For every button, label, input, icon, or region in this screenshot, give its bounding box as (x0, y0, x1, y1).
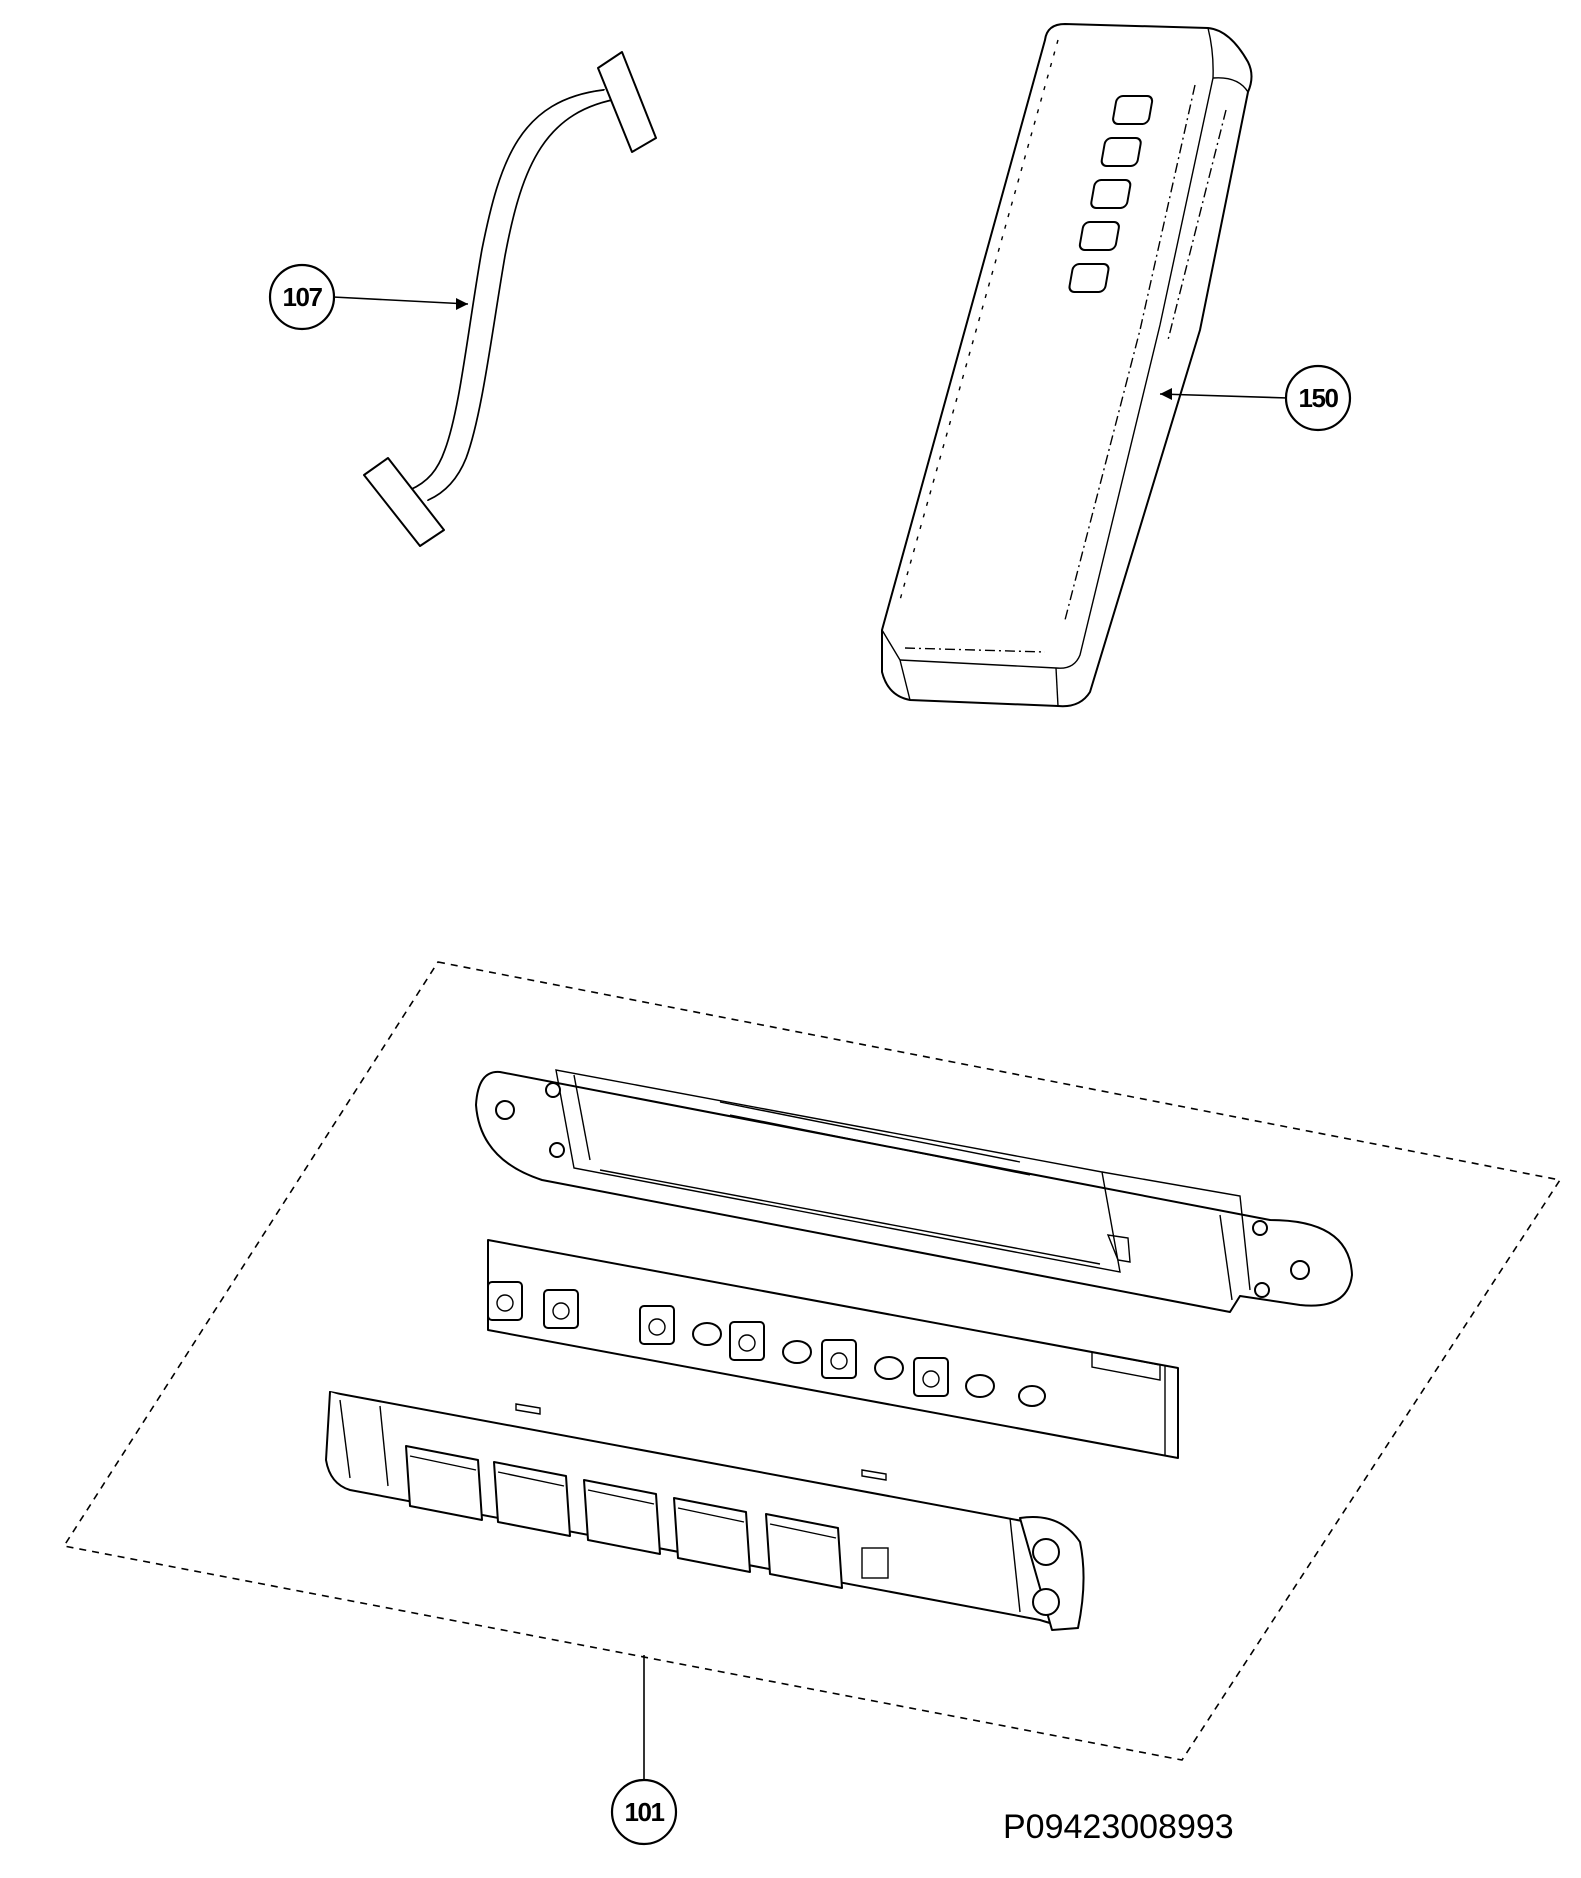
button-housing (325, 1391, 1085, 1631)
pcb-board (487, 1239, 1179, 1459)
panel-cover-150 (881, 23, 1253, 708)
drawing-reference-code: P09423008993 (1003, 1808, 1234, 1846)
callout-150-label: 150 (1299, 383, 1339, 413)
callout-101: 101 (610, 1778, 678, 1846)
callout-101-label: 101 (625, 1797, 665, 1827)
leader-107 (332, 296, 469, 305)
pcb-leds (692, 1322, 1046, 1407)
housing-keys (405, 1445, 843, 1589)
assembly-boundary-101 (62, 961, 1562, 1761)
panel-buttons (1068, 95, 1154, 293)
callout-107: 107 (268, 263, 336, 331)
frame-bracket (475, 1069, 1353, 1313)
wire-harness-107 (363, 51, 657, 547)
leader-150 (1159, 393, 1289, 399)
callout-107-label: 107 (283, 282, 323, 312)
pcb-switches (487, 1281, 949, 1397)
callout-150: 150 (1284, 364, 1352, 432)
